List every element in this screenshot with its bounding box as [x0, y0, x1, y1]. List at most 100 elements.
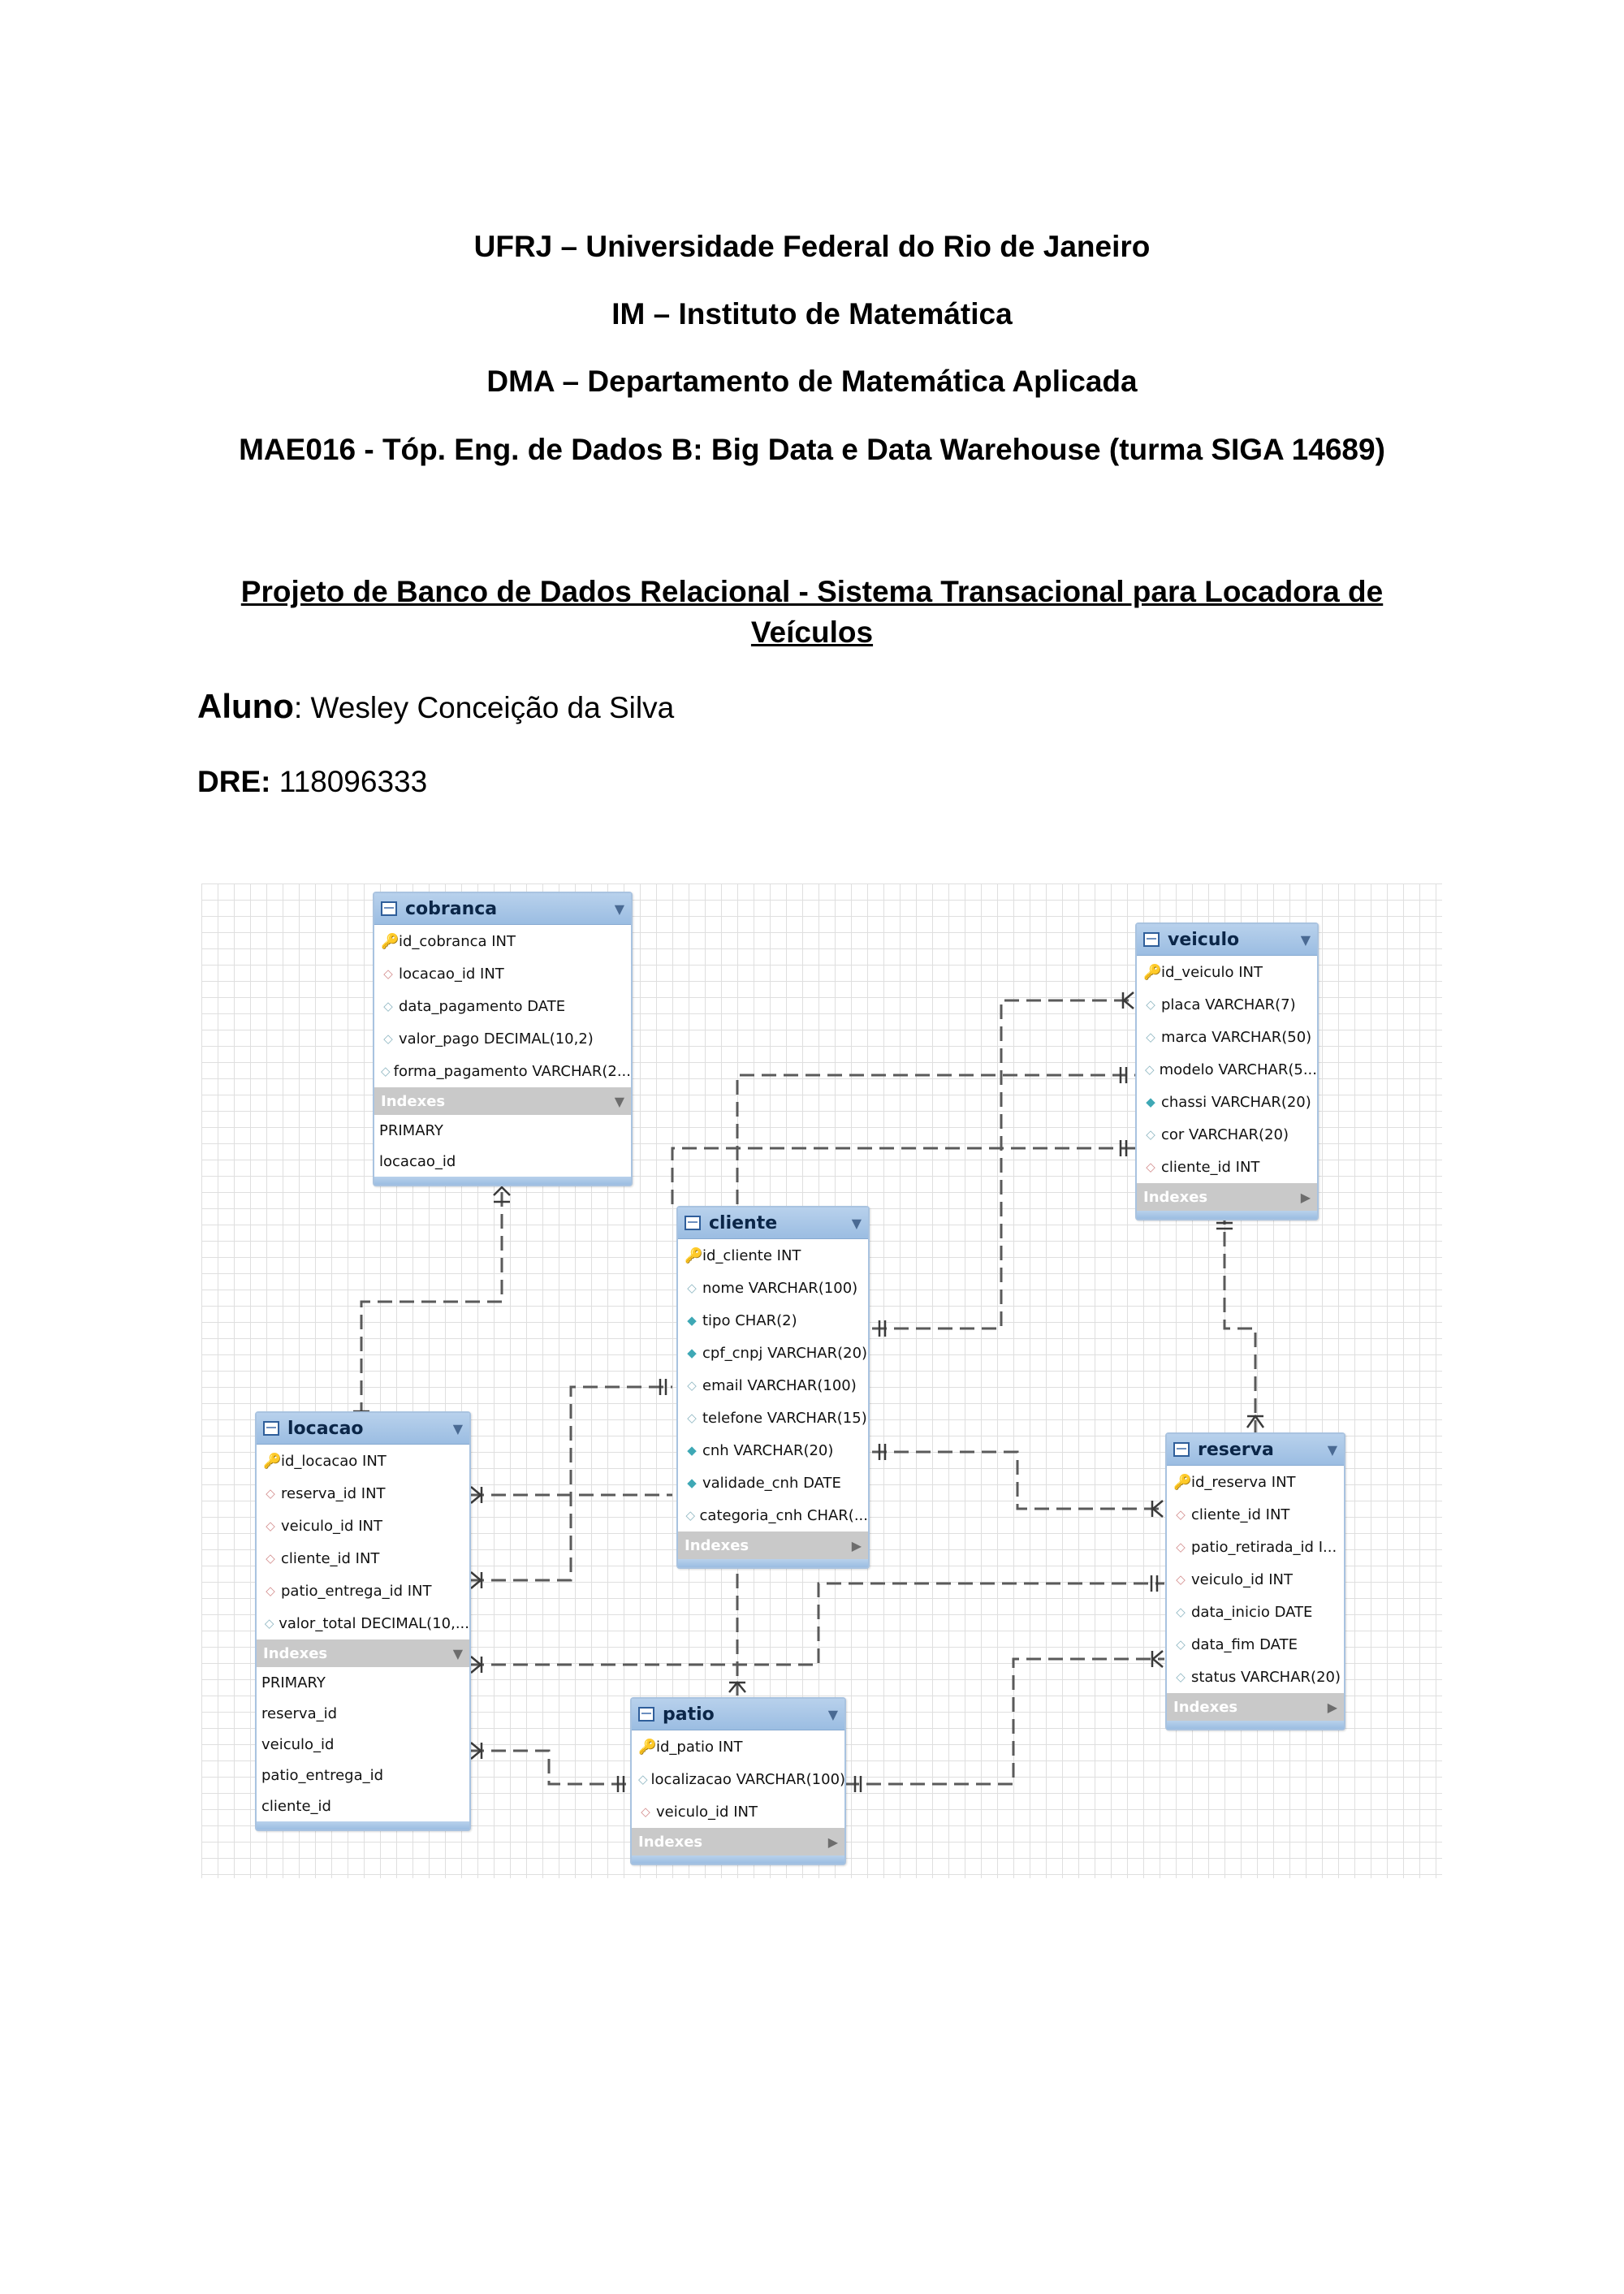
column-row[interactable]: ◇localizacao VARCHAR(100): [632, 1763, 844, 1795]
not-null-icon: ◆: [687, 1346, 697, 1360]
column-row[interactable]: ◇valor_total DECIMAL(10,...: [257, 1607, 469, 1639]
column-icon: ◇: [383, 1031, 393, 1046]
column-row[interactable]: ◇categoria_cnh CHAR(...: [678, 1499, 868, 1531]
table-cobranca[interactable]: cobranca ▼ 🔑id_cobranca INT ◇ locacao_id …: [373, 892, 633, 1186]
table-header[interactable]: reserva ▼: [1167, 1434, 1344, 1466]
header-department: DMA – Departamento de Matemática Aplicad…: [486, 365, 1138, 398]
foreign-key-icon: ◇: [383, 966, 393, 981]
index-row[interactable]: PRIMARY: [261, 1674, 326, 1691]
table-header[interactable]: patio ▼: [632, 1699, 844, 1730]
collapse-arrow-icon[interactable]: ▼: [614, 1093, 624, 1109]
column-row[interactable]: 🔑id_reserva INT: [1167, 1466, 1344, 1498]
column-row[interactable]: ◇status VARCHAR(20): [1167, 1661, 1344, 1693]
mark-many-locacao-a: [470, 1486, 483, 1504]
column-row[interactable]: ◆cnh VARCHAR(20): [678, 1434, 868, 1467]
table-footer: [632, 1856, 844, 1864]
column-row[interactable]: ◇ locacao_id INT: [374, 957, 631, 990]
table-header[interactable]: locacao ▼: [257, 1413, 469, 1445]
table-footer: [1167, 1721, 1344, 1729]
index-row[interactable]: patio_entrega_id: [261, 1766, 384, 1784]
column-row[interactable]: ◇marca VARCHAR(50): [1137, 1021, 1317, 1053]
column-row[interactable]: ◇veiculo_id INT: [632, 1795, 844, 1828]
index-row[interactable]: cliente_id: [261, 1797, 331, 1815]
table-cliente[interactable]: cliente ▼ 🔑id_cliente INT ◇nome VARCHAR(…: [676, 1206, 870, 1569]
table-veiculo[interactable]: veiculo ▼ 🔑id_veiculo INT ◇placa VARCHAR…: [1135, 922, 1319, 1220]
column-row[interactable]: ◇cor VARCHAR(20): [1137, 1118, 1317, 1151]
rel-cliente-reserva: [872, 1450, 1164, 1510]
column-row[interactable]: 🔑id_veiculo INT: [1137, 956, 1317, 988]
column-icon: ◇: [1176, 1605, 1186, 1619]
table-header[interactable]: veiculo ▼: [1137, 924, 1317, 956]
column-row[interactable]: ◇reserva_id INT: [257, 1477, 469, 1510]
index-row[interactable]: veiculo_id: [261, 1735, 335, 1753]
indexes-header[interactable]: Indexes▶: [1167, 1693, 1344, 1721]
column-icon: ◇: [687, 1281, 697, 1295]
rel-locacao-reserva: [469, 1582, 1164, 1666]
column-row[interactable]: ◆validade_cnh DATE: [678, 1467, 868, 1499]
column-row[interactable]: 🔑id_cobranca INT: [374, 925, 631, 957]
column-row[interactable]: 🔑id_locacao INT: [257, 1445, 469, 1477]
expand-arrow-icon[interactable]: ▶: [1300, 1189, 1311, 1205]
column-label: tipo CHAR(2): [702, 1311, 797, 1329]
column-row[interactable]: ◇data_pagamento DATE: [374, 990, 631, 1022]
column-row[interactable]: ◆cpf_cnpj VARCHAR(20): [678, 1337, 868, 1369]
column-row[interactable]: ◇nome VARCHAR(100): [678, 1272, 868, 1304]
index-row[interactable]: locacao_id: [379, 1152, 456, 1170]
indexes-header[interactable]: Indexes▼: [257, 1639, 469, 1667]
table-header[interactable]: cobranca ▼: [374, 893, 631, 925]
indexes-header[interactable]: Indexes▶: [678, 1531, 868, 1559]
column-row[interactable]: ◇telefone VARCHAR(15): [678, 1402, 868, 1434]
collapse-arrow-icon[interactable]: ▼: [452, 1645, 463, 1661]
collapse-arrow-icon[interactable]: ▼: [851, 1215, 862, 1231]
column-row[interactable]: ◇veiculo_id INT: [1167, 1563, 1344, 1596]
indexes-header[interactable]: Indexes ▼: [374, 1087, 631, 1115]
column-row[interactable]: ◇patio_retirada_id I...: [1167, 1531, 1344, 1563]
column-row[interactable]: ◇email VARCHAR(100): [678, 1369, 868, 1402]
column-row[interactable]: ◇cliente_id INT: [257, 1542, 469, 1575]
column-icon: ◇: [383, 999, 393, 1013]
indexes-header[interactable]: Indexes▶: [1137, 1183, 1317, 1211]
indexes-header[interactable]: Indexes▶: [632, 1828, 844, 1856]
column-row[interactable]: ◇forma_pagamento VARCHAR(2...: [374, 1055, 631, 1087]
not-null-icon: ◆: [687, 1313, 697, 1328]
column-row[interactable]: ◇data_fim DATE: [1167, 1628, 1344, 1661]
column-row[interactable]: ◆ tipo CHAR(2): [678, 1304, 868, 1337]
column-label: modelo VARCHAR(5...: [1159, 1061, 1317, 1078]
column-row[interactable]: ◇ modelo VARCHAR(5...: [1137, 1053, 1317, 1086]
column-label: id_reserva INT: [1191, 1473, 1296, 1491]
rel-cliente-veiculo-d: [671, 1147, 1135, 1204]
er-diagram: cobranca ▼ 🔑id_cobranca INT ◇ locacao_id …: [201, 883, 1442, 1878]
table-locacao[interactable]: locacao ▼ 🔑id_locacao INT ◇reserva_id IN…: [255, 1411, 471, 1831]
expand-arrow-icon[interactable]: ▶: [827, 1834, 838, 1850]
column-row[interactable]: 🔑id_patio INT: [632, 1730, 844, 1763]
column-label: locacao_id INT: [399, 965, 504, 983]
table-header[interactable]: cliente ▼: [678, 1207, 868, 1239]
column-row[interactable]: ◇patio_entrega_id INT: [257, 1575, 469, 1607]
column-row[interactable]: ◆chassi VARCHAR(20): [1137, 1086, 1317, 1118]
column-row[interactable]: ◇ data_inicio DATE: [1167, 1596, 1344, 1628]
collapse-arrow-icon[interactable]: ▼: [1327, 1441, 1337, 1458]
column-row[interactable]: ◇placa VARCHAR(7): [1137, 988, 1317, 1021]
expand-arrow-icon[interactable]: ▶: [1327, 1699, 1337, 1715]
index-row[interactable]: reserva_id: [261, 1704, 338, 1722]
column-row[interactable]: ◇cliente_id INT: [1137, 1151, 1317, 1183]
indexes-label: Indexes: [381, 1092, 446, 1110]
column-icon: ◇: [687, 1411, 697, 1425]
student-separator: :: [293, 691, 311, 724]
table-patio[interactable]: patio ▼ 🔑id_patio INT ◇localizacao VARCH…: [630, 1697, 846, 1865]
collapse-arrow-icon[interactable]: ▼: [827, 1706, 838, 1722]
column-label: data_inicio DATE: [1191, 1603, 1313, 1621]
column-icon: ◇: [1145, 1062, 1155, 1077]
mark-many-locacao-d: [470, 1742, 483, 1760]
index-row[interactable]: PRIMARY: [379, 1121, 443, 1139]
column-row[interactable]: 🔑id_cliente INT: [678, 1239, 868, 1272]
table-reserva[interactable]: reserva ▼ 🔑id_reserva INT ◇cliente_id IN…: [1165, 1432, 1345, 1730]
table-name: reserva: [1198, 1439, 1274, 1460]
column-row[interactable]: ◇veiculo_id INT: [257, 1510, 469, 1542]
expand-arrow-icon[interactable]: ▶: [851, 1537, 862, 1553]
collapse-arrow-icon[interactable]: ▼: [1300, 931, 1311, 948]
collapse-arrow-icon[interactable]: ▼: [452, 1420, 463, 1436]
collapse-arrow-icon[interactable]: ▼: [614, 901, 624, 917]
column-row[interactable]: ◇valor_pago DECIMAL(10,2): [374, 1022, 631, 1055]
column-row[interactable]: ◇cliente_id INT: [1167, 1498, 1344, 1531]
